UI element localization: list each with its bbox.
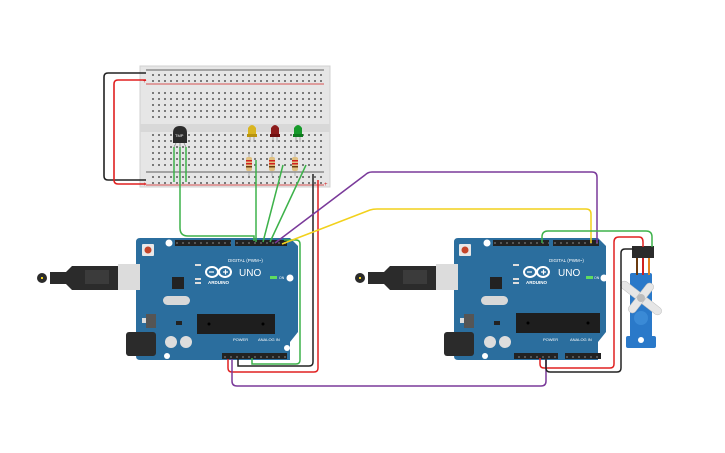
capacitor-1 — [165, 336, 177, 348]
analog-label-2: ANALOG IN — [570, 337, 592, 342]
usb-chip — [172, 277, 184, 289]
resistor-3[interactable] — [292, 152, 298, 176]
capacitor-4 — [499, 336, 511, 348]
wire-purple-serial-top[interactable] — [274, 171, 598, 244]
led-yellow[interactable] — [247, 125, 257, 142]
plus-label-bottom-right: + — [324, 182, 328, 188]
led-red[interactable] — [270, 125, 280, 142]
arduino-uno-2[interactable]: DIGITAL (PWM~) ARDUINO UNO ON POWER ANAL… — [454, 238, 608, 360]
breadboard[interactable]: + + + — [139, 65, 331, 188]
microcontroller-chip-2 — [516, 313, 600, 333]
wire-green-sensor-signal[interactable] — [179, 147, 255, 241]
digital-header-high-2[interactable] — [493, 240, 549, 246]
usb-cable-2[interactable] — [355, 264, 458, 290]
on-label: ON — [279, 276, 285, 280]
wire-green-led-green[interactable] — [269, 164, 307, 243]
on-label-2: ON — [594, 276, 600, 280]
brand-label-2: ARDUINO — [526, 280, 547, 285]
digital-header-low-2[interactable] — [553, 240, 599, 246]
on-led-2 — [586, 276, 593, 279]
model-label: UNO — [239, 268, 261, 279]
resistor-1[interactable] — [246, 152, 252, 176]
servo-motor[interactable] — [610, 246, 672, 348]
usb-chip-2 — [490, 277, 502, 289]
arduino-uno-1[interactable]: DIGITAL (PWM~) ARDUINO UNO ON POWER ANAL… — [136, 238, 298, 360]
sensor-label: TMP — [175, 133, 184, 138]
wire-red-servo-power[interactable] — [539, 236, 644, 369]
wire-red-rail-loop[interactable] — [113, 79, 146, 185]
power-label: POWER — [233, 337, 248, 342]
resistor-2[interactable] — [269, 152, 275, 176]
arduino-logo-icon — [205, 266, 232, 278]
servo-connector[interactable] — [632, 246, 654, 258]
analog-label: ANALOG IN — [258, 337, 280, 342]
capacitor-2 — [180, 336, 192, 348]
breadboard-center-channel — [140, 124, 330, 132]
model-label-2: UNO — [558, 268, 580, 279]
top-power-rail[interactable] — [146, 69, 324, 85]
voltage-regulator — [146, 314, 156, 328]
wire-yellow-serial[interactable] — [281, 208, 592, 245]
brand-label: ARDUINO — [208, 280, 229, 285]
led-green[interactable] — [293, 125, 303, 142]
wire-red-5v-1[interactable] — [227, 180, 319, 373]
power-jack-2 — [444, 332, 474, 356]
wire-green-led-red[interactable] — [262, 164, 284, 243]
digital-label: DIGITAL (PWM~) — [228, 258, 263, 263]
power-jack-1 — [126, 332, 156, 356]
voltage-regulator-2 — [464, 314, 474, 328]
analog-header[interactable] — [249, 353, 287, 359]
plus-label-top: + — [143, 79, 147, 85]
temperature-sensor[interactable]: TMP — [173, 126, 187, 148]
power-header[interactable] — [222, 353, 264, 359]
usb-icon — [403, 270, 427, 284]
usb-icon — [85, 270, 109, 284]
capacitor-3 — [484, 336, 496, 348]
wire-green-analog[interactable] — [251, 239, 301, 365]
arduino-logo-icon — [523, 266, 550, 278]
digital-label-2: DIGITAL (PWM~) — [549, 258, 584, 263]
wire-green-servo-signal[interactable] — [541, 230, 653, 247]
digital-header-high[interactable] — [175, 240, 231, 246]
wire-black-rail-loop[interactable] — [103, 72, 146, 181]
plus-label-bottom: + — [143, 182, 147, 188]
crystal — [163, 296, 190, 305]
analog-header-2[interactable] — [565, 353, 601, 359]
digital-header-low[interactable] — [235, 240, 287, 246]
wire-black-gnd-1[interactable] — [237, 174, 314, 367]
power-header-2[interactable] — [514, 353, 558, 359]
microcontroller-chip — [197, 314, 275, 334]
usb-cable-1[interactable] — [37, 264, 140, 290]
crystal-2 — [481, 296, 508, 305]
bottom-power-rail[interactable] — [146, 171, 324, 186]
wire-black-servo-gnd[interactable] — [545, 248, 634, 373]
power-label-2: POWER — [543, 337, 558, 342]
breadboard-terminal-upper[interactable] — [148, 90, 322, 122]
on-led — [270, 276, 277, 279]
wire-purple-gnd-link[interactable] — [231, 359, 547, 387]
